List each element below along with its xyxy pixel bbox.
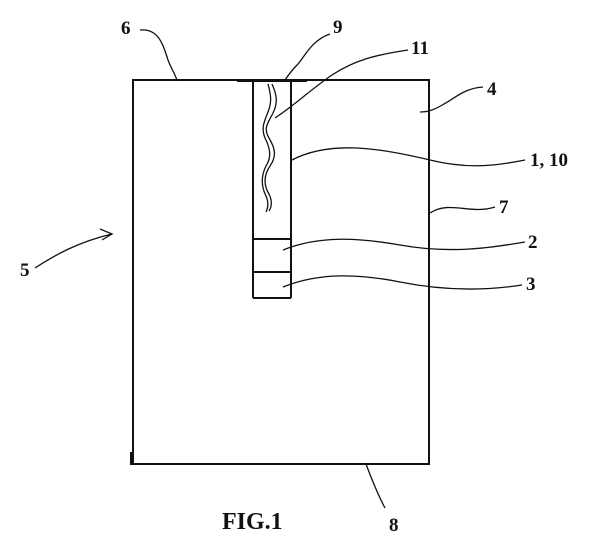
ref-label-6: 6 [121, 18, 131, 39]
leader-5-arrowhead [99, 228, 114, 241]
leader-1-10 [291, 147, 526, 167]
ref-label-9: 9 [333, 17, 343, 38]
leader-3 [282, 275, 523, 290]
leader-9 [284, 33, 331, 81]
ref-label-8: 8 [389, 515, 399, 536]
filament-curve-second [261, 83, 272, 213]
ref-label-4: 4 [487, 79, 497, 100]
leader-2 [282, 238, 526, 251]
ref-label-1-10: 1, 10 [530, 150, 568, 171]
ref-label-7: 7 [499, 197, 509, 218]
figure-caption: FIG.1 [222, 509, 283, 535]
ref-label-11: 11 [411, 38, 429, 59]
ref-label-3: 3 [526, 274, 536, 295]
ref-label-5: 5 [20, 260, 30, 281]
leader-11 [274, 49, 409, 119]
ref-label-2: 2 [528, 232, 538, 253]
leader-8 [365, 463, 386, 509]
leader-4 [419, 86, 484, 113]
leader-6 [139, 29, 178, 81]
leader-5 [34, 233, 113, 269]
filament-curve [264, 83, 277, 212]
leader-7 [429, 206, 496, 214]
